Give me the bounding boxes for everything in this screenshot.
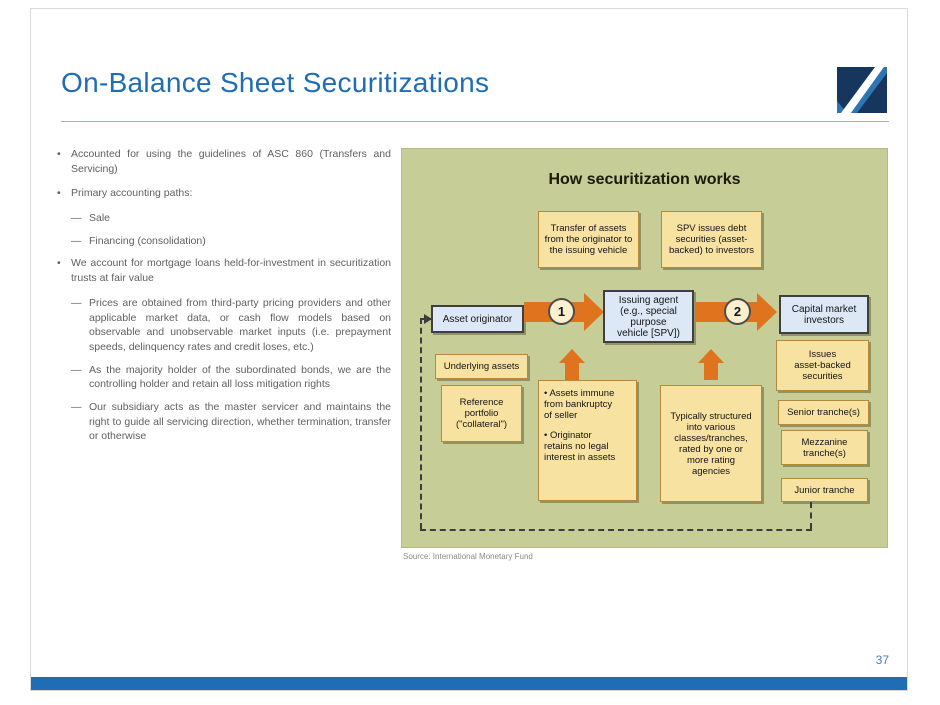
diagram-box-issues-abs: Issues asset-backed securities: [776, 340, 869, 391]
bullet-item: — Our subsidiary acts as the master serv…: [71, 400, 391, 444]
bullet-item: • Accounted for using the guidelines of …: [57, 147, 391, 176]
flow-arrow-up-icon: [559, 349, 585, 363]
assets-immune-point-2: • Originator retains no legal interest i…: [544, 430, 616, 463]
bullet-marker: •: [57, 187, 61, 200]
diagram-box-issuing-agent: Issuing agent (e.g., special purpose veh…: [603, 290, 694, 343]
dashed-connector: [420, 529, 812, 531]
bullet-item: — Prices are obtained from third-party p…: [71, 296, 391, 355]
dashed-connector: [420, 318, 422, 529]
diagram-box-senior-tranche: Senior tranche(s): [778, 400, 869, 425]
diagram-box-reference-portfolio: Reference portfolio ("collateral"): [441, 385, 522, 442]
bullet-item: — As the majority holder of the subordin…: [71, 363, 391, 392]
bullet-marker: •: [57, 148, 61, 160]
diagram-box-assets-immune: • Assets immune from bankruptcy of selle…: [538, 380, 637, 501]
flow-arrow-up-stem-icon: [565, 363, 579, 380]
bullet-text: Primary accounting paths:: [71, 187, 193, 200]
flow-arrow-right-head-icon: [757, 293, 777, 331]
bullet-item: • We account for mortgage loans held-for…: [57, 256, 391, 285]
bullet-text: Financing (consolidation): [89, 234, 206, 247]
bullet-marker: —: [71, 234, 82, 247]
diagram-box-mezzanine-tranche: Mezzanine tranche(s): [781, 430, 868, 465]
diagram-box-typically-structured: Typically structured into various classe…: [660, 385, 762, 502]
bullet-item: — Financing (consolidation): [71, 234, 391, 249]
diagram-box-spv-note: SPV issues debt securities (asset- backe…: [661, 211, 762, 268]
assets-immune-point-1: • Assets immune from bankruptcy of selle…: [544, 388, 615, 421]
diagram-box-capital-market: Capital market investors: [779, 295, 869, 334]
bullet-marker: —: [71, 400, 82, 413]
diagram-box-underlying-assets: Underlying assets: [435, 354, 528, 379]
bullet-text: Our subsidiary acts as the master servic…: [89, 400, 391, 443]
bullet-list: • Accounted for using the guidelines of …: [57, 147, 391, 452]
footer-bar: [31, 677, 907, 690]
page-number: 37: [875, 653, 889, 667]
diagram-box-asset-originator: Asset originator: [431, 305, 524, 333]
flow-arrow-right-head-icon: [584, 293, 604, 331]
bullet-text: Prices are obtained from third-party pri…: [89, 296, 391, 353]
diagram-title: How securitization works: [548, 171, 741, 188]
bullet-marker: •: [57, 257, 61, 270]
bullet-marker: —: [71, 212, 82, 225]
diagram-box-transfer-note: Transfer of assets from the originator t…: [538, 211, 639, 268]
company-logo-icon: [837, 67, 887, 113]
securitization-diagram: How securitization works Transfer of ass…: [401, 148, 888, 548]
bullet-text: As the majority holder of the subordinat…: [89, 363, 391, 391]
source-caption: Source: International Monetary Fund: [403, 552, 533, 561]
diagram-box-junior-tranche: Junior tranche: [781, 478, 868, 502]
bullet-item: — Sale: [71, 211, 391, 226]
page-title: On-Balance Sheet Securitizations: [61, 67, 490, 98]
dashed-connector: [420, 318, 431, 320]
bullet-item: • Primary accounting paths:: [57, 186, 391, 201]
bullet-text: Accounted for using the guidelines of AS…: [71, 148, 391, 175]
flow-arrow-up-stem-icon: [704, 363, 718, 380]
bullet-text: We account for mortgage loans held-for-i…: [71, 257, 391, 285]
title-divider: [61, 121, 889, 122]
bullet-text: Sale: [89, 212, 111, 225]
step-2-badge: 2: [724, 298, 751, 325]
slide: On-Balance Sheet Securitizations • Accou…: [30, 8, 908, 691]
dashed-connector: [810, 502, 812, 529]
bullet-marker: —: [71, 296, 82, 309]
flow-arrow-up-icon: [698, 349, 724, 363]
bullet-marker: —: [71, 363, 82, 376]
step-1-badge: 1: [548, 298, 575, 325]
